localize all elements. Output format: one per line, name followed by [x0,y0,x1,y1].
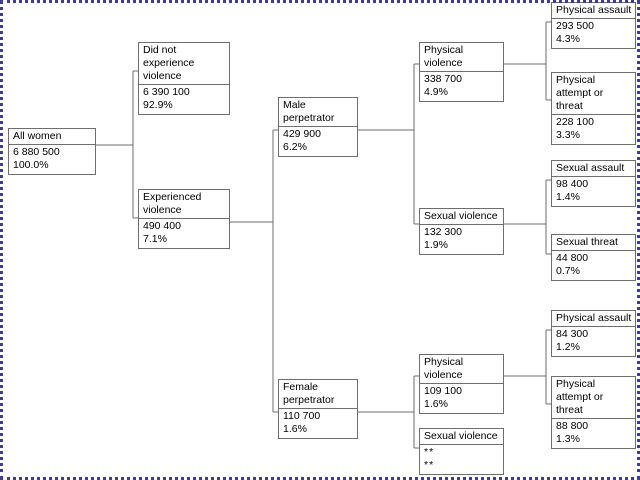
node-female-sexual-violence-values: ** ** [420,445,503,474]
node-male-sexual-violence-label: Sexual violence [420,209,503,225]
node-female-physical-assault-percent: 1.2% [556,341,580,353]
node-male-physical-violence-count: 338 700 [424,73,462,85]
node-all-women-values: 6 880 500 100.0% [9,145,95,174]
node-male-sexual-assault-values: 98 400 1.4% [552,177,635,206]
node-female-physical-attempt-or-threat[interactable]: Physical attempt or threat 88 800 1.3% [551,376,636,449]
node-female-physical-attempt-or-threat-values: 88 800 1.3% [552,419,635,448]
node-male-physical-attempt-or-threat-values: 228 100 3.3% [552,115,635,144]
node-male-sexual-assault-percent: 1.4% [556,191,580,203]
node-all-women-percent: 100.0% [13,159,49,171]
node-female-physical-violence-label: Physical violence [420,355,503,384]
node-male-physical-assault-label: Physical assault [552,3,635,19]
node-male-sexual-assault-count: 98 400 [556,178,589,190]
node-male-physical-assault-count: 293 500 [556,20,594,32]
node-male-physical-attempt-or-threat-percent: 3.3% [556,129,580,141]
node-male-sexual-threat-label: Sexual threat [552,235,635,251]
node-male-sexual-threat-percent: 0.7% [556,265,580,277]
node-male-sexual-threat-count: 44 800 [556,252,589,264]
node-female-physical-attempt-or-threat-percent: 1.3% [556,433,580,445]
node-male-sexual-threat[interactable]: Sexual threat 44 800 0.7% [551,234,636,281]
node-female-physical-assault-values: 84 300 1.2% [552,327,635,356]
node-experienced-violence-count: 490 400 [143,220,181,232]
node-male-sexual-violence[interactable]: Sexual violence 132 300 1.9% [419,208,504,255]
node-experienced-violence-percent: 7.1% [143,233,167,245]
node-female-physical-assault-count: 84 300 [556,328,589,340]
node-female-physical-assault-label: Physical assault [552,311,635,327]
node-male-perpetrator[interactable]: Male perpetrator 429 900 6.2% [278,97,358,157]
node-male-sexual-violence-values: 132 300 1.9% [420,225,503,254]
node-experienced-violence-values: 490 400 7.1% [139,219,229,248]
node-male-physical-assault-values: 293 500 4.3% [552,19,635,48]
node-all-women[interactable]: All women 6 880 500 100.0% [8,128,96,175]
node-did-not-experience-violence-values: 6 390 100 92.9% [139,85,229,114]
node-male-sexual-assault[interactable]: Sexual assault 98 400 1.4% [551,160,636,207]
node-male-physical-violence[interactable]: Physical violence 338 700 4.9% [419,42,504,102]
node-male-sexual-violence-count: 132 300 [424,226,462,238]
node-all-women-count: 6 880 500 [13,146,60,158]
node-all-women-label: All women [9,129,95,145]
node-male-perpetrator-count: 429 900 [283,128,321,140]
node-experienced-violence[interactable]: Experienced violence 490 400 7.1% [138,189,230,249]
node-female-sexual-violence-label: Sexual violence [420,429,503,445]
node-did-not-experience-violence-count: 6 390 100 [143,86,190,98]
node-male-physical-violence-percent: 4.9% [424,86,448,98]
node-female-physical-assault[interactable]: Physical assault 84 300 1.2% [551,310,636,357]
node-female-physical-violence-percent: 1.6% [424,398,448,410]
node-female-physical-attempt-or-threat-label: Physical attempt or threat [552,377,635,419]
node-female-sexual-violence-percent: ** [424,459,435,471]
node-male-sexual-threat-values: 44 800 0.7% [552,251,635,280]
node-did-not-experience-violence-label: Did not experience violence [139,43,229,85]
node-experienced-violence-label: Experienced violence [139,190,229,219]
node-male-sexual-assault-label: Sexual assault [552,161,635,177]
node-male-sexual-violence-percent: 1.9% [424,239,448,251]
node-male-perpetrator-percent: 6.2% [283,141,307,153]
node-female-perpetrator-percent: 1.6% [283,423,307,435]
node-female-sexual-violence-count: ** [424,446,435,458]
node-did-not-experience-violence[interactable]: Did not experience violence 6 390 100 92… [138,42,230,115]
node-female-sexual-violence[interactable]: Sexual violence ** ** [419,428,504,475]
node-male-perpetrator-label: Male perpetrator [279,98,357,127]
node-male-physical-assault[interactable]: Physical assault 293 500 4.3% [551,2,636,49]
node-male-physical-violence-label: Physical violence [420,43,503,72]
node-male-physical-violence-values: 338 700 4.9% [420,72,503,101]
node-female-physical-violence[interactable]: Physical violence 109 100 1.6% [419,354,504,414]
node-male-perpetrator-values: 429 900 6.2% [279,127,357,156]
node-female-perpetrator-count: 110 700 [283,410,321,422]
node-female-physical-violence-count: 109 100 [424,385,462,397]
node-male-physical-attempt-or-threat[interactable]: Physical attempt or threat 228 100 3.3% [551,72,636,145]
node-female-perpetrator-label: Female perpetrator [279,380,357,409]
node-female-physical-violence-values: 109 100 1.6% [420,384,503,413]
node-female-perpetrator-values: 110 700 1.6% [279,409,357,438]
node-did-not-experience-violence-percent: 92.9% [143,99,173,111]
node-female-physical-attempt-or-threat-count: 88 800 [556,420,589,432]
node-female-perpetrator[interactable]: Female perpetrator 110 700 1.6% [278,379,358,439]
node-male-physical-assault-percent: 4.3% [556,33,580,45]
node-male-physical-attempt-or-threat-count: 228 100 [556,116,594,128]
node-male-physical-attempt-or-threat-label: Physical attempt or threat [552,73,635,115]
